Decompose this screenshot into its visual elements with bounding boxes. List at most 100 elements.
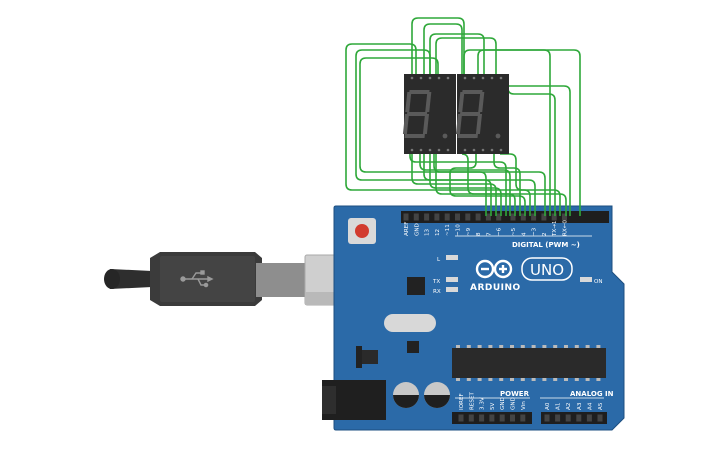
power-pin-label: 5V: [490, 402, 496, 410]
jumper-wire[interactable]: [433, 154, 487, 216]
led-tx: TX: [432, 277, 458, 285]
digital-pin-label: TX→1: [552, 220, 558, 237]
segment-d: [457, 134, 478, 138]
header-socket: [510, 414, 515, 422]
header-socket: [489, 414, 495, 422]
header-socket: [565, 414, 571, 422]
power-pin-label: GND: [511, 397, 517, 410]
digital-pin-label: ~3: [532, 227, 538, 236]
led-l: L: [437, 255, 458, 263]
microcontroller-chip: [452, 345, 606, 381]
segment-b: [425, 92, 432, 112]
header-socket: [455, 213, 460, 221]
analog-pin-label: A0: [545, 402, 551, 410]
seven-segment-display-1[interactable]: [402, 74, 456, 154]
power-pin-label: 3.3V: [480, 397, 486, 410]
reset-button[interactable]: [348, 218, 376, 244]
digital-pin-label: 2: [542, 232, 548, 236]
segment-d: [404, 134, 425, 138]
digital-pin-label: 7: [486, 232, 492, 236]
jumper-wire[interactable]: [355, 49, 536, 216]
usb-plug-collar: [256, 263, 306, 297]
header-socket: [520, 414, 526, 422]
segment-g: [406, 112, 428, 116]
jumper-wire[interactable]: [461, 153, 567, 216]
analog-pin-label: A4: [587, 402, 593, 410]
header-socket: [465, 213, 471, 221]
seven-segment-display-2[interactable]: [455, 74, 509, 154]
jumper-wire[interactable]: [493, 154, 521, 216]
digital-pin-label: GND: [414, 223, 420, 236]
digital-pin-label: ~6: [497, 227, 503, 236]
analog-header-label: ANALOG IN: [570, 390, 614, 398]
seven-segment-displays[interactable]: [402, 74, 509, 154]
header-socket: [541, 213, 547, 221]
header-socket: [458, 414, 464, 422]
segment-dp: [495, 133, 501, 139]
led-on-label: ON: [594, 279, 603, 285]
led-l-label: L: [437, 257, 441, 263]
power-pin-label: Vin: [521, 401, 527, 410]
header-socket: [475, 213, 481, 221]
header-socket: [555, 414, 561, 422]
header-socket: [499, 414, 505, 422]
led-rx: RX: [433, 287, 458, 295]
header-socket: [551, 213, 557, 221]
jumper-wire[interactable]: [449, 154, 526, 216]
jumper-wire[interactable]: [409, 154, 507, 216]
header-socket: [485, 213, 491, 221]
header-socket: [444, 213, 450, 221]
power-header-label: POWER: [500, 390, 530, 398]
segment-a: [409, 90, 430, 94]
header-socket: [586, 414, 592, 422]
digital-pin-label: 4: [521, 232, 527, 236]
header-socket: [520, 213, 526, 221]
model-badge: [521, 257, 573, 281]
digital-pin-label: 8: [476, 232, 482, 236]
segment-g: [459, 112, 481, 116]
segment-e: [455, 114, 463, 134]
jumper-wire[interactable]: [477, 49, 581, 216]
power-pin-label: IOREF: [459, 393, 465, 410]
header-socket: [413, 213, 419, 221]
digital-pin-label: ~11: [445, 224, 451, 236]
crystal-oscillator: [384, 314, 436, 332]
analog-pin-label: A5: [598, 402, 604, 410]
digital-header: [401, 211, 609, 223]
capacitor-1: [393, 382, 419, 408]
header-socket: [510, 213, 516, 221]
segment-c: [422, 114, 430, 134]
jumper-wire[interactable]: [419, 154, 511, 216]
header-socket: [597, 414, 603, 422]
jumper-wire[interactable]: [500, 153, 561, 216]
analog-header: [541, 412, 607, 424]
header-socket: [434, 213, 440, 221]
jumper-wires[interactable]: [345, 17, 581, 216]
segment-b: [478, 92, 485, 112]
header-socket: [576, 414, 582, 422]
header-socket: [496, 213, 502, 221]
analog-pin-label: A1: [556, 402, 562, 410]
header-socket: [531, 213, 537, 221]
model-label: UNO: [530, 261, 564, 279]
segment-f: [405, 92, 412, 112]
digital-pin-label: RX←0: [563, 220, 569, 236]
digital-pin-label: AREF: [404, 222, 410, 236]
power-pin-label: RESET: [469, 391, 475, 410]
brand-label: ARDUINO: [470, 283, 521, 293]
jumper-wire[interactable]: [359, 57, 546, 216]
led-tx-label: TX: [432, 279, 440, 285]
digital-pin-label: ~5: [511, 227, 517, 236]
power-header: [452, 412, 532, 424]
power-jack: [322, 380, 386, 420]
digital-pin-label: 12: [435, 229, 441, 236]
infinity-icon: [475, 259, 513, 279]
usb-chip: [407, 277, 425, 295]
usb-icon: [180, 270, 214, 288]
segment-e: [402, 114, 410, 134]
led-on: ON: [580, 277, 603, 285]
